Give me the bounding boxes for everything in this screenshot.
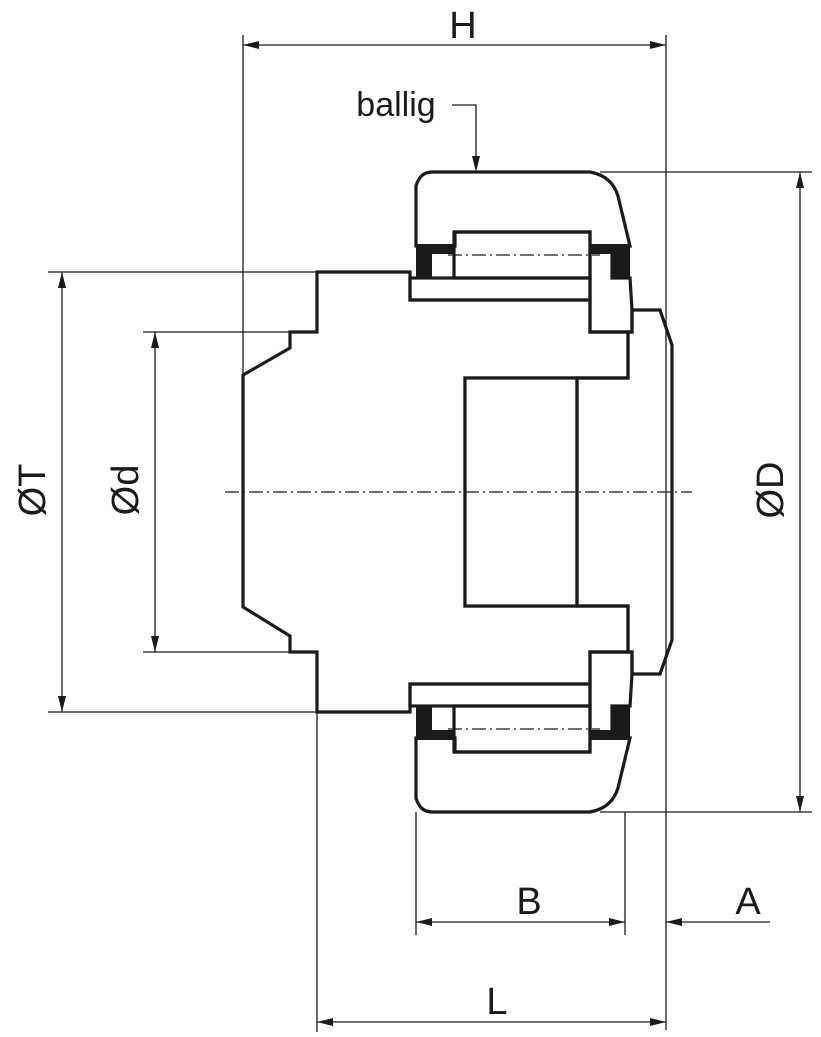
dim-label-B: B xyxy=(516,881,541,923)
thrust-washer-bottom xyxy=(588,650,634,734)
thrust-washer-top xyxy=(588,250,634,334)
ballig-label: ballig xyxy=(356,86,435,124)
dim-label-d: Ød xyxy=(105,465,147,516)
outer-ring-bottom xyxy=(414,736,633,814)
dim-label-A: A xyxy=(735,881,761,923)
inner-race-top xyxy=(408,276,592,302)
dim-label-H: H xyxy=(449,5,476,47)
outer-ring-top xyxy=(414,170,633,248)
seal-bottom-right xyxy=(590,706,630,740)
dim-label-L: L xyxy=(486,981,507,1023)
seal-bottom-left xyxy=(416,706,454,740)
seal-top-right xyxy=(590,244,630,278)
dim-label-T: ØT xyxy=(12,464,54,517)
seal-top-left xyxy=(416,244,454,278)
dim-label-D: ØD xyxy=(750,462,792,519)
inner-race-bottom xyxy=(408,682,592,708)
